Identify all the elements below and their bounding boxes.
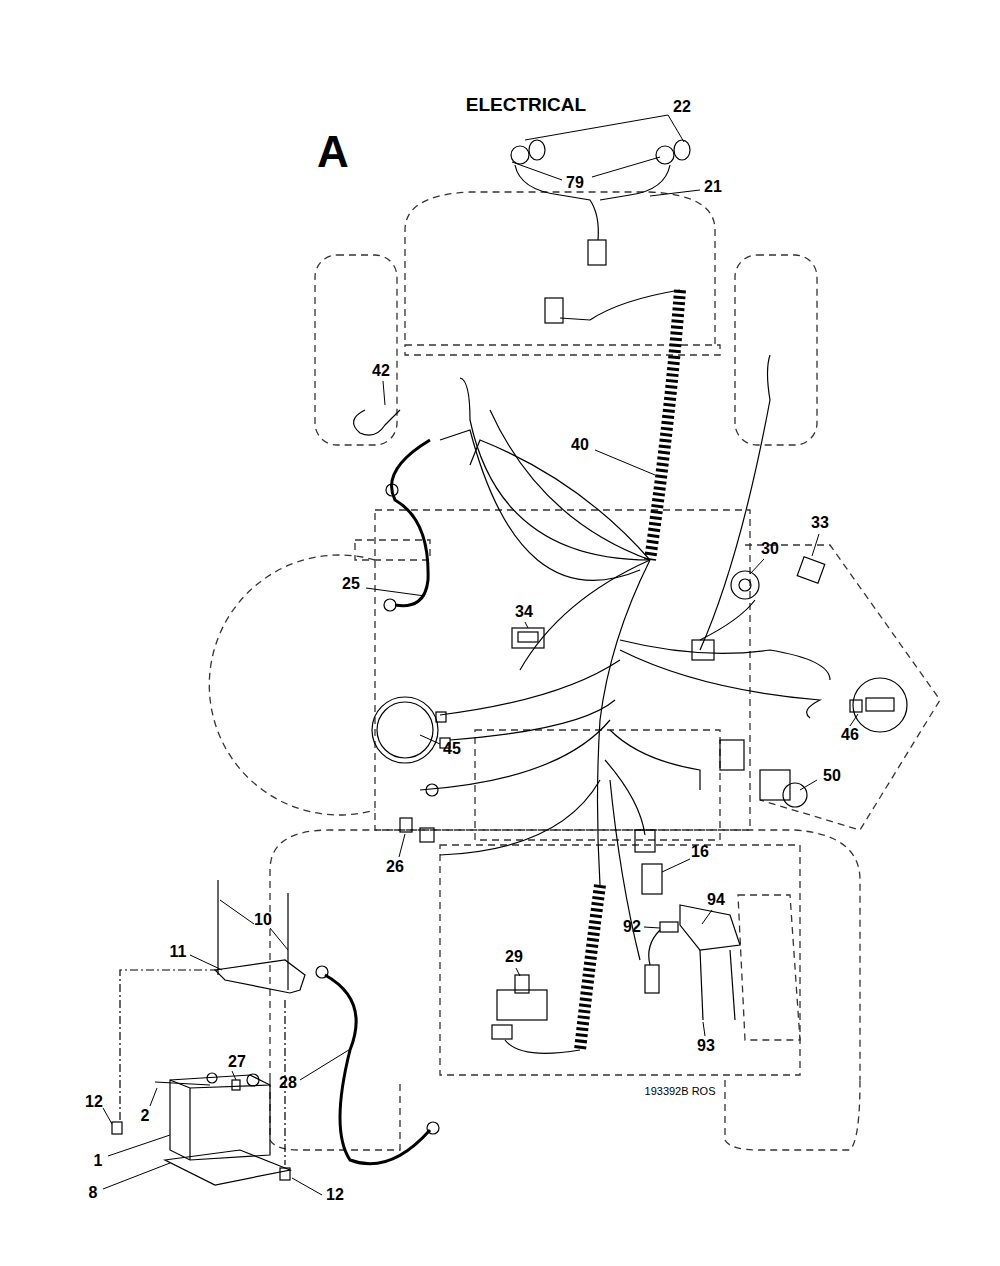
callout-number: 45 <box>443 741 461 757</box>
callout-number: 42 <box>372 363 390 379</box>
callout-number: 28 <box>279 1075 297 1091</box>
callout-number: 27 <box>228 1054 246 1070</box>
callout-number: 22 <box>673 99 691 115</box>
callout-number: 8 <box>89 1185 98 1201</box>
callout-number: 93 <box>697 1038 715 1054</box>
callout-number: 10 <box>254 912 272 928</box>
callout-number: 79 <box>566 175 584 191</box>
callout-number: 11 <box>170 944 187 960</box>
callout-number: 12 <box>85 1094 103 1110</box>
drawing-number: 193392B ROS <box>645 1086 716 1097</box>
callout-number: 50 <box>823 768 841 784</box>
callout-number: 92 <box>623 919 641 935</box>
callout-number: 12 <box>326 1187 344 1203</box>
callout-number: 29 <box>505 949 523 965</box>
callout-number: 33 <box>811 515 829 531</box>
callout-number: 21 <box>704 179 722 195</box>
diagram-title: ELECTRICAL <box>466 95 586 114</box>
callout-number: 16 <box>691 844 709 860</box>
callout-number: 34 <box>515 604 533 620</box>
callout-number: 26 <box>386 859 404 875</box>
callout-number: 25 <box>342 576 360 592</box>
section-letter: A <box>317 130 349 174</box>
callout-number: 94 <box>707 892 725 908</box>
callout-number: 2 <box>141 1108 150 1124</box>
callout-number: 40 <box>571 437 589 453</box>
callout-number: 1 <box>94 1153 103 1169</box>
callout-number: 30 <box>761 541 779 557</box>
callout-number: 46 <box>841 727 859 743</box>
